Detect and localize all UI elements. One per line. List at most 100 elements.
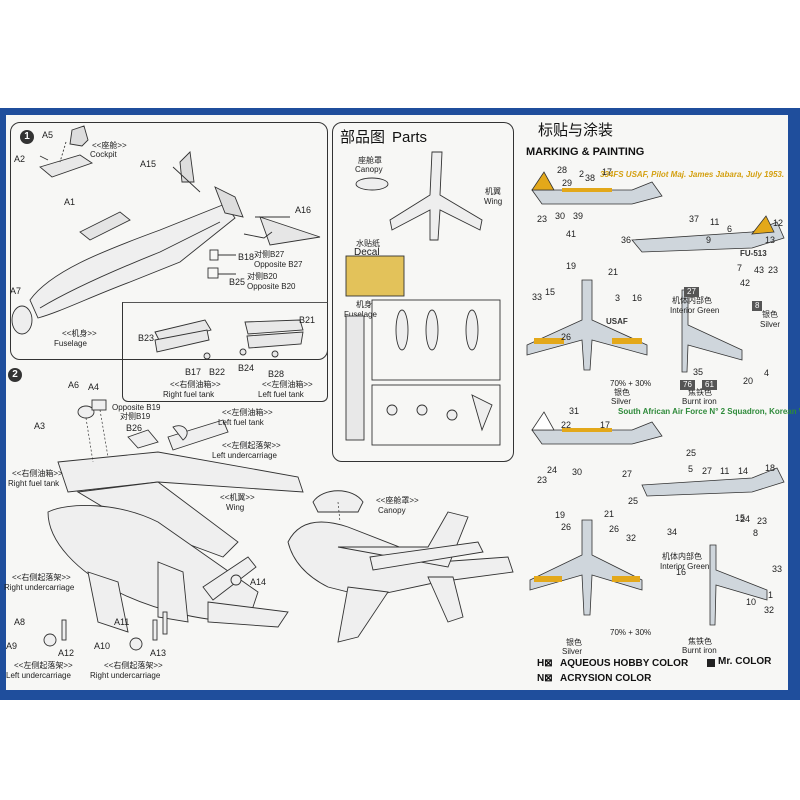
callout-b-19: 26 <box>609 524 620 534</box>
part-a3-label: A3 <box>34 421 46 431</box>
b19-note-en: Opposite B19 <box>112 403 161 412</box>
callout-b-9: 27 <box>702 466 713 476</box>
mix-ratio-2: 70% + 30% <box>610 628 652 637</box>
interior-green-en: Interior Green <box>670 306 720 315</box>
parts-fuselage-cn: 机身 <box>356 300 372 309</box>
interior-green-cn-2: 机体内部色 <box>662 552 702 561</box>
part-a15-label: A15 <box>140 159 157 169</box>
cockpit-label-en: Cockpit <box>90 150 117 159</box>
fuel-tank-panel <box>122 302 328 402</box>
part-a14-label: A14 <box>250 577 267 587</box>
part-b17-label: B17 <box>185 367 202 377</box>
right-fuel-tank-en: Right fuel tank <box>163 390 215 399</box>
callout-a-9: 37 <box>689 214 700 224</box>
step-2-drawing <box>43 399 514 651</box>
callout-b-22: 15 <box>735 513 746 523</box>
paint-code-n61: 61 <box>702 380 717 390</box>
parts-title-cn: 部品图 <box>340 129 386 146</box>
silver-cn-2: 银色 <box>614 388 630 397</box>
part-a8-label: A8 <box>14 617 26 627</box>
marking-title-cn: 标贴与涂装 <box>538 122 614 139</box>
callout-a-23: 15 <box>545 287 556 297</box>
caption-saaf: South African Air Force N° 2 Squadron, K… <box>618 407 800 416</box>
callout-a-20: 19 <box>566 261 577 271</box>
cockpit-label-cn: <<座舱>> <box>92 141 127 150</box>
part-a16-label: A16 <box>295 205 312 215</box>
legend-h-label: AQUEOUS HOBBY COLOR <box>560 658 689 669</box>
step2-canopy-en: Canopy <box>378 506 406 515</box>
burnt-iron-cn: 焦铁色 <box>688 388 712 397</box>
parts-title-en: Parts <box>392 129 428 146</box>
parts-decal-cn: 水贴纸 <box>356 239 380 248</box>
right-fuel-tank-cn: <<右侧油箱>> <box>170 380 221 389</box>
step2-wing-cn: <<机翼>> <box>220 493 255 502</box>
parts-canopy-cn: 座舱罩 <box>358 156 382 165</box>
fuel-tank-drawing <box>154 319 304 360</box>
b25-note-en: Opposite B20 <box>247 282 296 291</box>
part-a4-label: A4 <box>88 382 100 392</box>
b18-note-cn: 对侧B27 <box>254 250 285 259</box>
silver-cn-3: 银色 <box>566 638 582 647</box>
callout-a-18: 23 <box>768 265 779 275</box>
part-a6-label: A6 <box>68 380 80 390</box>
callout-b-6: 27 <box>622 469 633 479</box>
part-a10-label: A10 <box>94 641 111 651</box>
part-a13-label: A13 <box>150 648 167 658</box>
step2-right-fuel-tank-cn: <<右侧油箱>> <box>12 469 63 478</box>
fuselage-label-en: Fuselage <box>54 339 87 348</box>
callout-a-12: 12 <box>773 218 784 228</box>
mix-ratio: 70% + 30% <box>610 379 652 388</box>
callout-a-3: 38 <box>585 173 596 183</box>
callout-a-21: 21 <box>608 267 619 277</box>
part-a11-label: A11 <box>114 617 130 627</box>
bottom-left-undercarriage-cn: <<左侧起落架>> <box>14 661 73 670</box>
silver-en-3: Silver <box>562 647 583 656</box>
step2-left-fuel-tank-en: Left fuel tank <box>218 418 264 427</box>
usaf-roundel-text: USAF <box>606 317 628 326</box>
callout-b-26: 10 <box>746 597 757 607</box>
step-2-number: 2 <box>8 368 22 382</box>
silver-en-2: Silver <box>611 397 632 406</box>
callout-a-26: 26 <box>561 332 572 342</box>
callout-a-13: 36 <box>621 235 632 245</box>
part-a1-label: A1 <box>64 197 76 207</box>
callout-a-4: 17 <box>602 167 613 177</box>
callout-a-16: 7 <box>737 263 743 273</box>
callout-b-13: 25 <box>628 496 639 506</box>
part-b24-label: B24 <box>238 363 255 373</box>
callout-a-24: 3 <box>615 293 621 303</box>
paint-code-h8: 8 <box>752 301 763 311</box>
callout-b-15: 24 <box>740 514 751 524</box>
fuselage-label-cn: <<机身>> <box>62 329 97 338</box>
step-1-drawing <box>11 125 321 335</box>
part-a5-label: A5 <box>42 130 54 140</box>
callout-a-0: 28 <box>557 165 568 175</box>
b19-note-cn: 对侧B19 <box>120 412 151 421</box>
bottom-left-undercarriage-en: Left undercarriage <box>6 671 71 680</box>
part-a2-label: A2 <box>14 154 26 164</box>
callout-b-20: 32 <box>626 533 637 543</box>
callout-a-8: 41 <box>566 229 577 239</box>
callout-a-2: 2 <box>579 169 585 179</box>
callout-b-5: 30 <box>572 467 583 477</box>
parts-canopy-en: Canopy <box>355 165 383 174</box>
callout-a-5: 23 <box>537 214 548 224</box>
part-b28-label: B28 <box>268 369 285 379</box>
part-b22-label: B22 <box>209 367 226 377</box>
callout-b-16: 19 <box>555 510 566 520</box>
burnt-iron-en-2: Burnt iron <box>682 646 717 655</box>
legend-n-symbol: N⊠ <box>537 673 553 684</box>
part-a7-label: A7 <box>10 286 22 296</box>
step2-left-undercarriage-cn: <<左侧起落架>> <box>222 441 281 450</box>
step-1-number: 1 <box>20 130 34 144</box>
part-b26-label: B26 <box>126 423 143 433</box>
paint-code-h27: 27 <box>684 287 699 297</box>
callout-b-27: 1 <box>768 590 774 600</box>
bottom-right-undercarriage-en: Right undercarriage <box>90 671 161 680</box>
paint-code-h76: 76 <box>680 380 695 390</box>
callout-a-29: 20 <box>743 376 754 386</box>
left-fuel-tank-cn: <<左侧油箱>> <box>262 380 313 389</box>
silver-en: Silver <box>760 320 781 329</box>
burnt-iron-en: Burnt iron <box>682 397 717 406</box>
callout-b-11: 14 <box>738 466 749 476</box>
